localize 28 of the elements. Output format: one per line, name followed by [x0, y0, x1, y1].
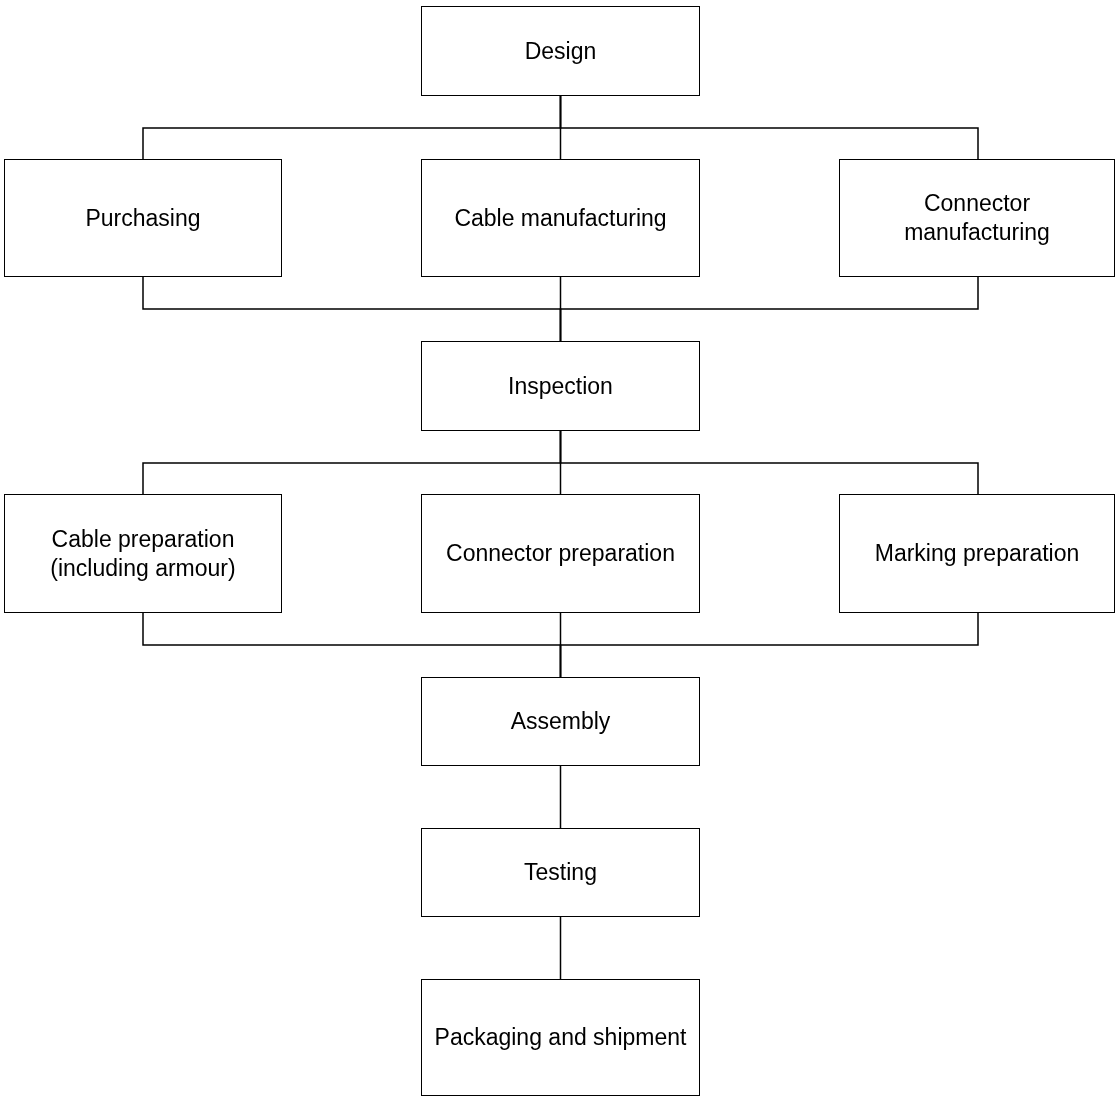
process-box: [839, 494, 1115, 613]
process-box: [4, 159, 282, 277]
connector-line: [559, 95, 979, 160]
process-box: [4, 494, 282, 613]
box-label: Connector preparation: [446, 539, 675, 568]
box-label: Design: [524, 36, 597, 66]
process-box: [421, 494, 700, 613]
box-label: Purchasing: [85, 203, 201, 233]
process-box: [421, 828, 700, 917]
box-label: Connector manufacturing: [903, 189, 1051, 247]
connector-line: [559, 430, 979, 495]
connector-line: [559, 612, 979, 678]
box-label: Cable preparation (including armour): [49, 524, 237, 583]
box-label: Assembly: [510, 707, 611, 736]
connector-line: [559, 916, 562, 980]
process-box: [421, 159, 700, 277]
connector-line: [559, 765, 562, 829]
box-label: Inspection: [508, 371, 613, 401]
box-label: Testing: [524, 858, 597, 887]
process-box: [421, 979, 700, 1096]
process-box: [839, 159, 1115, 277]
process-box: [421, 677, 700, 766]
connector-line: [559, 276, 979, 342]
process-box: [421, 341, 700, 431]
box-label: Marking preparation: [874, 539, 1080, 568]
process-box: [421, 6, 700, 96]
box-label: Cable manufacturing: [454, 203, 667, 233]
box-label: Packaging and shipment: [434, 1023, 687, 1052]
